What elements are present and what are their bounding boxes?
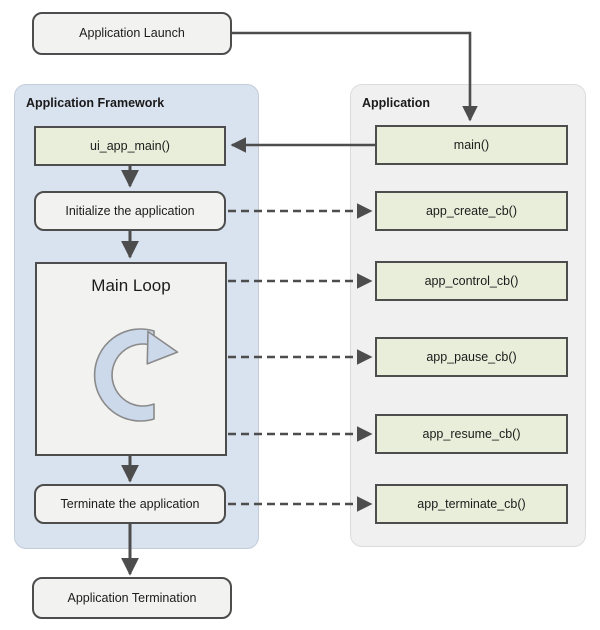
- loop-arrow-icon: [93, 328, 179, 422]
- node-app-create-cb-label: app_create_cb(): [425, 203, 518, 218]
- node-main-loop-label: Main Loop: [91, 276, 171, 295]
- panel-application-framework-title: Application Framework: [26, 96, 165, 110]
- node-app-control-cb-label: app_control_cb(): [424, 273, 519, 288]
- node-app-pause-cb[interactable]: app_pause_cb(): [375, 337, 568, 377]
- node-app-resume-cb-label: app_resume_cb(): [422, 426, 521, 441]
- node-application-termination[interactable]: Application Termination: [32, 577, 232, 619]
- node-app-pause-cb-label: app_pause_cb(): [426, 349, 517, 364]
- node-main-label: main(): [453, 137, 490, 152]
- node-initialize-the-application[interactable]: Initialize the application: [34, 191, 226, 231]
- node-terminate-the-application[interactable]: Terminate the application: [34, 484, 226, 524]
- node-initialize-the-application-label: Initialize the application: [65, 203, 195, 218]
- node-terminate-the-application-label: Terminate the application: [60, 496, 200, 511]
- panel-application-title: Application: [362, 96, 431, 110]
- node-application-launch[interactable]: Application Launch: [32, 12, 232, 55]
- node-app-terminate-cb[interactable]: app_terminate_cb(): [375, 484, 568, 524]
- node-application-termination-label: Application Termination: [67, 590, 197, 605]
- node-main-loop[interactable]: Main Loop: [35, 262, 227, 456]
- node-ui-app-main-label: ui_app_main(): [90, 138, 170, 153]
- node-app-control-cb[interactable]: app_control_cb(): [375, 261, 568, 301]
- node-ui-app-main[interactable]: ui_app_main(): [34, 126, 226, 166]
- node-application-launch-label: Application Launch: [79, 26, 185, 40]
- node-app-create-cb[interactable]: app_create_cb(): [375, 191, 568, 231]
- node-app-terminate-cb-label: app_terminate_cb(): [417, 496, 526, 511]
- node-app-resume-cb[interactable]: app_resume_cb(): [375, 414, 568, 454]
- node-main[interactable]: main(): [375, 125, 568, 165]
